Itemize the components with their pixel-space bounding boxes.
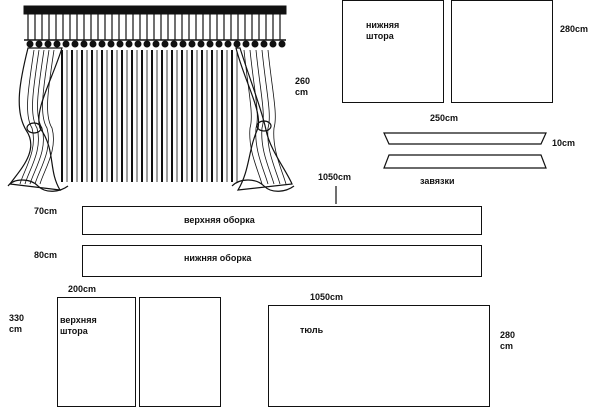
right-drape-fold <box>267 49 287 185</box>
lower-panel-height-label: 280cm <box>560 24 589 34</box>
valance-bobble <box>26 40 34 48</box>
tie-strip-upper <box>383 132 547 145</box>
lower-curtain-panel-right <box>451 0 553 103</box>
tulle-width-label: 1050cm <box>310 292 344 302</box>
valance-bobble <box>215 40 223 48</box>
valance-bobble <box>107 40 115 48</box>
valance-bobble <box>98 40 106 48</box>
left-drape-hem <box>7 179 69 192</box>
valance-bobble <box>170 40 178 48</box>
upper-curtain-panel-left <box>57 297 136 407</box>
lower-curtain-label: нижняя штора <box>366 20 400 41</box>
upper-ruffle-height-label: 70cm <box>34 206 58 216</box>
lower-ruffle-label: нижняя оборка <box>184 253 252 263</box>
valance-bobble <box>206 40 214 48</box>
valance-bobble <box>251 40 259 48</box>
total-width-label: 1050cm <box>318 172 352 182</box>
valance-bobble <box>62 40 70 48</box>
valance-bobble <box>269 40 277 48</box>
valance-bobble <box>179 40 187 48</box>
valance-bobble <box>260 40 268 48</box>
right-tieback <box>256 120 272 132</box>
valance-bobble <box>53 40 61 48</box>
left-drape-fold <box>24 49 40 185</box>
upper-ruffle-strip <box>82 206 482 235</box>
upper-ruffle-label: верхняя оборка <box>184 215 255 225</box>
right-drape-fold <box>261 49 281 185</box>
tulle-panel <box>268 305 490 407</box>
right-drape-fold <box>255 49 275 185</box>
left-tieback <box>26 122 42 134</box>
tie-strip-lower <box>383 154 547 169</box>
tie-width-label: 10cm <box>552 138 576 148</box>
valance-bobble <box>125 40 133 48</box>
right-drape <box>235 47 293 191</box>
valance-bobble <box>197 40 205 48</box>
right-drape-hem <box>231 179 295 192</box>
cornice-rail <box>23 5 287 15</box>
left-drape-fold <box>39 49 55 185</box>
valance-bobble <box>161 40 169 48</box>
ties-label: завязки <box>420 176 455 186</box>
valance-bobble <box>143 40 151 48</box>
valance-bobble <box>242 40 250 48</box>
lower-ruffle-height-label: 80cm <box>34 250 58 260</box>
valance-bobble <box>44 40 52 48</box>
right-drape-fold <box>249 49 269 185</box>
valance-bobble <box>35 40 43 48</box>
upper-curtain-label: верхняя штора <box>60 315 97 336</box>
valance-bobble <box>152 40 160 48</box>
valance-bobble <box>89 40 97 48</box>
left-drape-fold <box>19 49 35 185</box>
valance-bobble <box>188 40 196 48</box>
valance-bobble <box>134 40 142 48</box>
valance-bobble <box>116 40 124 48</box>
lower-panel-width-label: 250cm <box>430 113 459 123</box>
left-drape-fold <box>29 49 45 185</box>
lower-curtain-panel-left <box>342 0 444 103</box>
valance-bobble <box>80 40 88 48</box>
left-drape-fold <box>34 49 50 185</box>
valance-bobble <box>71 40 79 48</box>
tulle-label: тюль <box>300 325 324 335</box>
valance-bobble <box>233 40 241 48</box>
lower-ruffle-strip <box>82 245 482 277</box>
right-drape-fold <box>243 49 263 185</box>
upper-curtain-panel-right <box>139 297 221 407</box>
valance-bobble <box>224 40 232 48</box>
valance-bobble <box>278 40 286 48</box>
upper-panel-width-label: 200cm <box>68 284 97 294</box>
